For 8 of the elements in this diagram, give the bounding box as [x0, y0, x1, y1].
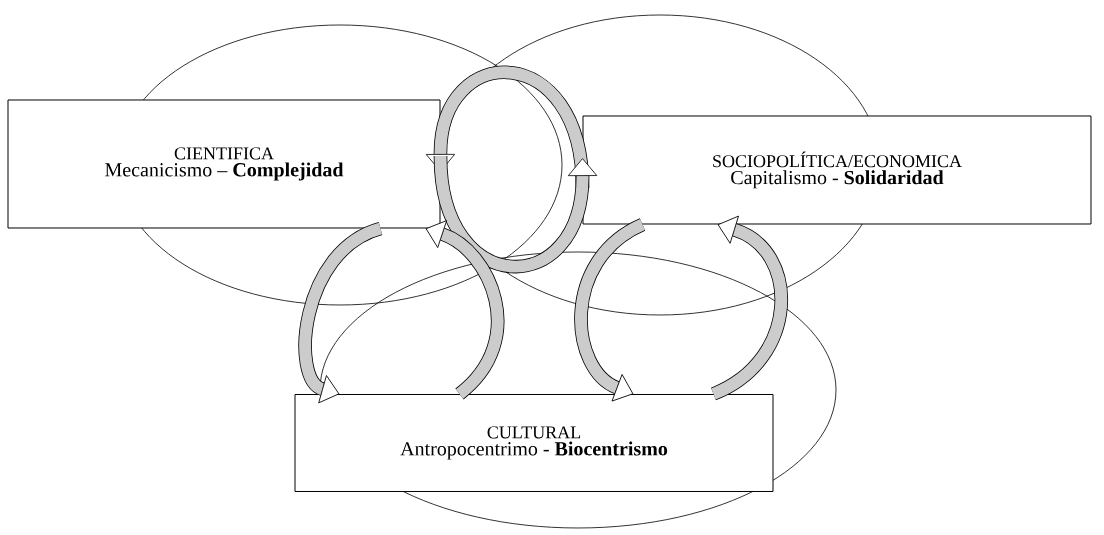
text-box: CIENTIFICA Mecanicismo – Complejidad	[7, 99, 441, 229]
text-box: CULTURAL Antropocentrimo - Biocentrismo	[294, 394, 774, 492]
cycle-arrow	[574, 218, 646, 402]
cycle-arrow	[433, 155, 598, 274]
text-box: SOCIOPOLÍTICA/ECONOMICA Capitalismo - Solidaridad	[582, 115, 1092, 225]
cycle-arrow	[298, 222, 384, 404]
cycle-arrow	[710, 215, 788, 401]
cycle-arrow	[425, 220, 505, 399]
